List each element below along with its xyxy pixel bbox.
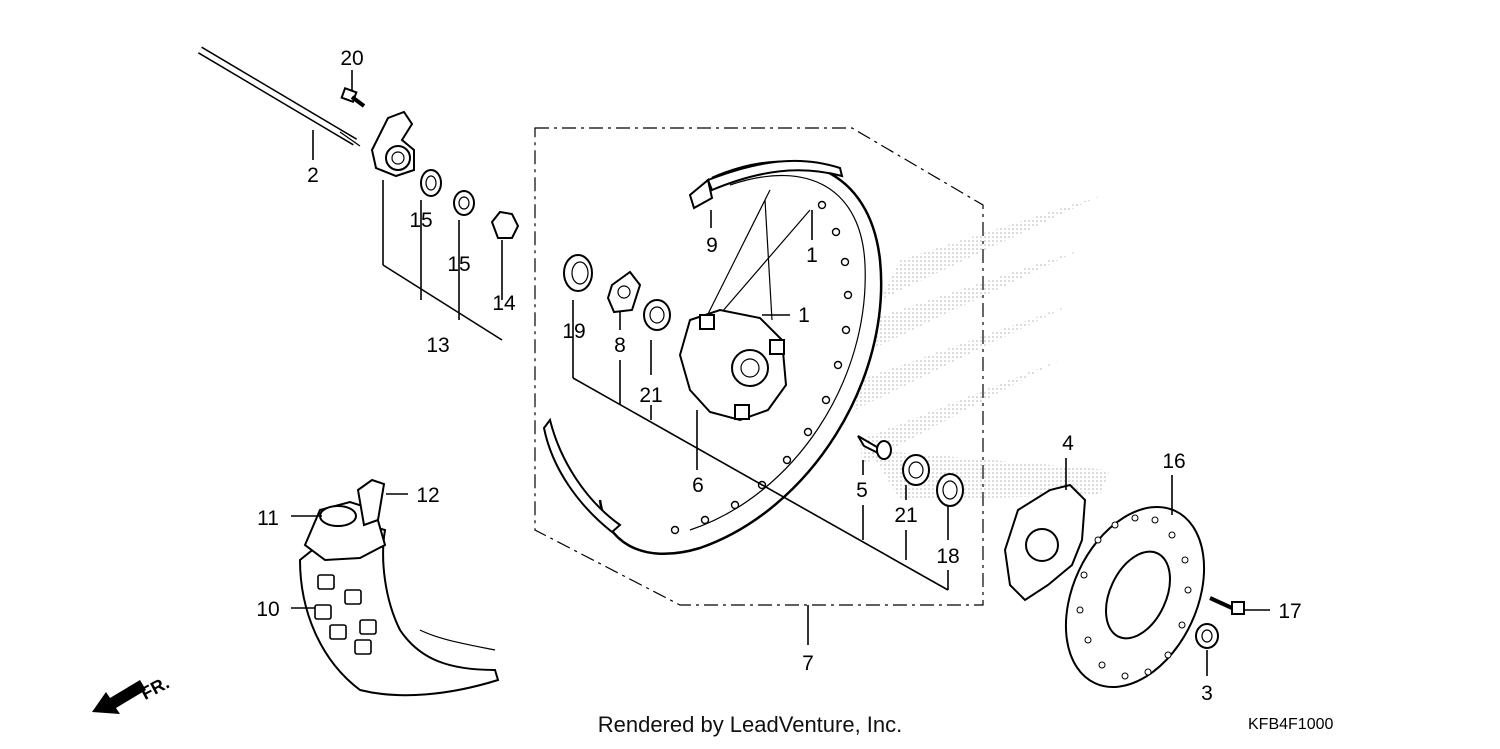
rim-band-part[interactable] (542, 159, 844, 534)
rendered-by-credit: Rendered by LeadVenture, Inc. (597, 712, 903, 737)
spoke-holes (670, 200, 853, 535)
callout-21[interactable]: 21 (639, 384, 662, 407)
callout-19[interactable]: 19 (562, 320, 585, 343)
callout-8[interactable]: 8 (614, 334, 626, 357)
watermark-wing-logo (855, 196, 1110, 500)
bearing-part[interactable] (643, 299, 671, 331)
dust-seal-part[interactable] (563, 254, 593, 292)
front-direction-arrow-icon (92, 680, 146, 714)
flange-bolt-part[interactable] (1209, 596, 1245, 615)
callout-13[interactable]: 13 (426, 334, 449, 357)
callout-6[interactable]: 6 (692, 474, 704, 497)
callout-21[interactable]: 21 (894, 504, 917, 527)
callout-11[interactable]: 11 (257, 507, 279, 530)
callout-9[interactable]: 9 (706, 234, 718, 257)
diagram-code: KFB4F1000 (1248, 716, 1334, 733)
gear-part[interactable] (490, 210, 520, 239)
callout-14[interactable]: 14 (492, 292, 516, 315)
callout-15[interactable]: 15 (447, 253, 470, 276)
callout-15[interactable]: 15 (409, 209, 432, 232)
axle-part[interactable] (197, 46, 361, 147)
callout-20[interactable]: 20 (340, 47, 363, 70)
callout-3[interactable]: 3 (1201, 682, 1213, 705)
callout-labels: 20 2 15 15 14 13 9 1 1 19 8 21 6 5 21 18… (256, 47, 1301, 705)
wheel-assembly-frame (534, 127, 984, 606)
leader-lines (291, 70, 1270, 676)
retainer-part[interactable] (606, 270, 642, 314)
callout-12[interactable]: 12 (416, 484, 439, 507)
callout-18[interactable]: 18 (936, 545, 959, 568)
callout-4[interactable]: 4 (1062, 432, 1074, 455)
front-direction-label: FR. (138, 672, 173, 703)
callout-1[interactable]: 1 (798, 304, 810, 327)
rim-strip-part[interactable] (356, 478, 386, 527)
spokes-part[interactable] (699, 189, 811, 331)
callout-17[interactable]: 17 (1278, 600, 1301, 623)
washer-part[interactable] (420, 169, 442, 197)
nut-part[interactable] (1195, 623, 1219, 649)
callout-10[interactable]: 10 (256, 598, 279, 621)
tire-part[interactable] (298, 518, 500, 697)
hub-part[interactable] (678, 308, 788, 422)
distance-collar-part[interactable] (857, 435, 892, 460)
bolt-part[interactable] (340, 86, 366, 108)
callout-16[interactable]: 16 (1162, 450, 1185, 473)
callout-5[interactable]: 5 (856, 479, 868, 502)
bearing-part[interactable] (902, 454, 930, 486)
callout-7[interactable]: 7 (802, 652, 814, 675)
callout-2[interactable]: 2 (307, 164, 319, 187)
speedometer-gearbox-part[interactable] (370, 110, 415, 178)
disc-holder-part[interactable] (1003, 483, 1087, 602)
washer-part[interactable] (453, 190, 475, 216)
callout-1[interactable]: 1 (806, 244, 818, 267)
dust-seal-part[interactable] (936, 473, 964, 507)
brake-disc-part[interactable] (1039, 485, 1232, 710)
